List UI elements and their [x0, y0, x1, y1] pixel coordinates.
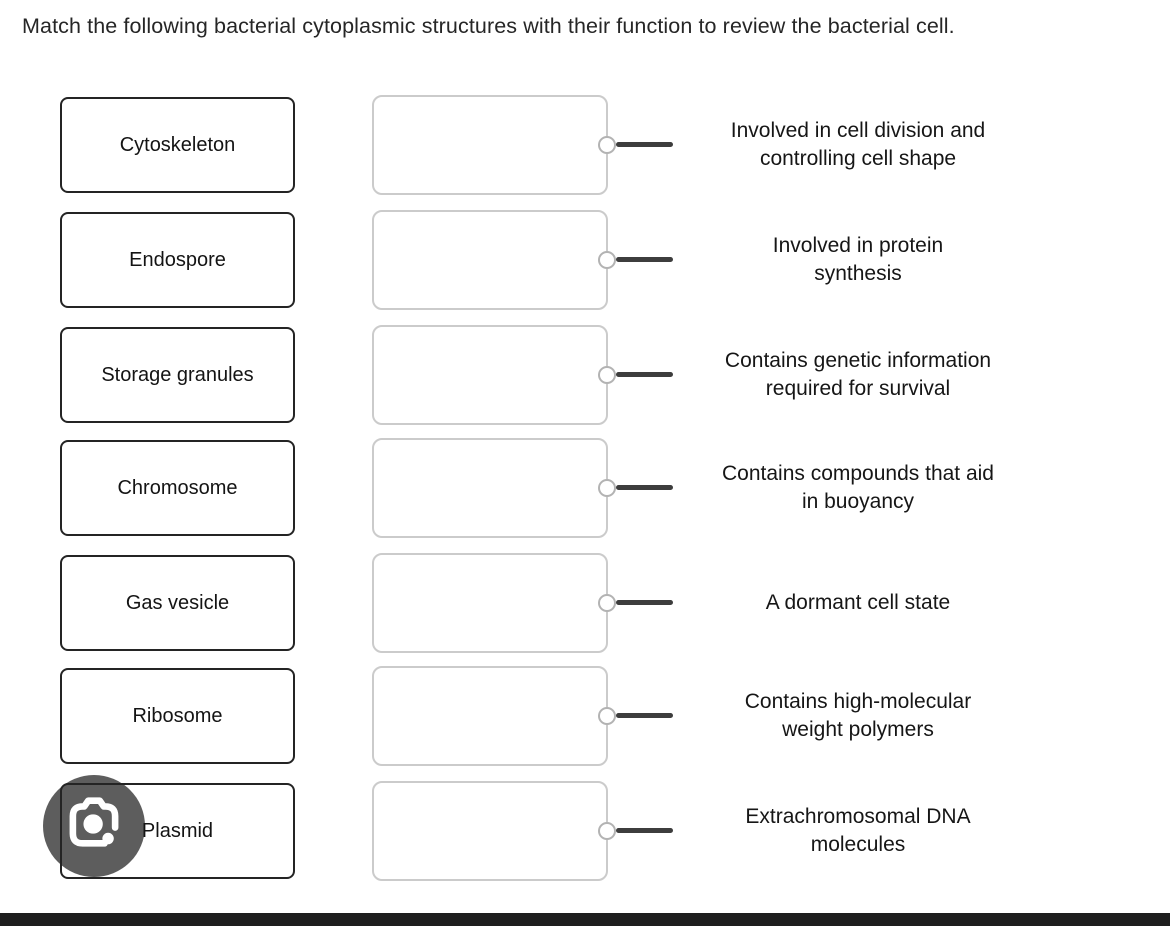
term-label: Gas vesicle	[125, 591, 230, 614]
match-row: Plasmid Extrachromosomal DNA molecules	[0, 781, 1170, 881]
term-box-ribosome[interactable]: Ribosome	[60, 668, 295, 764]
term-label: Plasmid	[141, 819, 214, 842]
connector-circle	[598, 822, 616, 840]
term-label: Cytoskeleton	[119, 133, 236, 156]
answer-slot[interactable]	[372, 781, 608, 881]
connector-circle	[598, 251, 616, 269]
function-line: Contains compounds that aid	[721, 462, 994, 485]
term-label: Chromosome	[117, 476, 238, 499]
bottom-bar	[0, 913, 1170, 926]
function-line: synthesis	[814, 262, 902, 285]
function-text: Contains genetic information required fo…	[688, 325, 1028, 425]
connector-circle	[598, 479, 616, 497]
connector-circle	[598, 366, 616, 384]
term-label: Ribosome	[132, 704, 223, 727]
match-row: Ribosome Contains high-molecular weight …	[0, 666, 1170, 766]
function-line: in buoyancy	[801, 490, 915, 513]
connector-line	[616, 485, 673, 490]
answer-slot[interactable]	[372, 325, 608, 425]
connector-line	[616, 257, 673, 262]
match-row: Storage granules Contains genetic inform…	[0, 325, 1170, 425]
function-line: Involved in cell division and	[730, 119, 986, 142]
function-text: A dormant cell state	[688, 553, 1028, 653]
term-label: Storage granules	[101, 363, 254, 386]
answer-slot[interactable]	[372, 666, 608, 766]
camera-icon	[50, 780, 138, 873]
connector-line	[616, 600, 673, 605]
answer-slot[interactable]	[372, 210, 608, 310]
function-line: Contains genetic information	[724, 349, 992, 372]
function-line: Involved in protein	[772, 234, 944, 257]
function-line: Extrachromosomal DNA	[745, 805, 971, 828]
connector-line	[616, 142, 673, 147]
answer-slot[interactable]	[372, 95, 608, 195]
function-line: molecules	[810, 833, 906, 856]
term-box-cytoskeleton[interactable]: Cytoskeleton	[60, 97, 295, 193]
function-text: Involved in cell division and controllin…	[688, 95, 1028, 195]
term-box-plasmid[interactable]: Plasmid	[60, 783, 295, 879]
function-line: Contains high-molecular	[744, 690, 972, 713]
function-line: controlling cell shape	[759, 147, 957, 170]
term-box-endospore[interactable]: Endospore	[60, 212, 295, 308]
function-line: A dormant cell state	[765, 591, 951, 614]
page-title: Match the following bacterial cytoplasmi…	[22, 14, 955, 38]
match-row: Gas vesicle A dormant cell state	[0, 553, 1170, 653]
term-box-storage-granules[interactable]: Storage granules	[60, 327, 295, 423]
function-line: required for survival	[765, 377, 951, 400]
term-box-gas-vesicle[interactable]: Gas vesicle	[60, 555, 295, 651]
connector-line	[616, 713, 673, 718]
term-label: Endospore	[129, 248, 226, 271]
term-box-chromosome[interactable]: Chromosome	[60, 440, 295, 536]
function-text: Involved in protein synthesis	[688, 210, 1028, 310]
connector-line	[616, 372, 673, 377]
function-text: Extrachromosomal DNA molecules	[688, 781, 1028, 881]
function-line: weight polymers	[782, 718, 934, 741]
match-row: Cytoskeleton Involved in cell division a…	[0, 95, 1170, 195]
connector-circle	[598, 136, 616, 154]
function-text: Contains high-molecular weight polymers	[688, 666, 1028, 766]
connector-line	[616, 828, 673, 833]
function-text: Contains compounds that aid in buoyancy	[688, 438, 1028, 538]
answer-slot[interactable]	[372, 553, 608, 653]
match-row: Chromosome Contains compounds that aid i…	[0, 438, 1170, 538]
match-row: Endospore Involved in protein synthesis	[0, 210, 1170, 310]
connector-circle	[598, 707, 616, 725]
connector-circle	[598, 594, 616, 612]
answer-slot[interactable]	[372, 438, 608, 538]
